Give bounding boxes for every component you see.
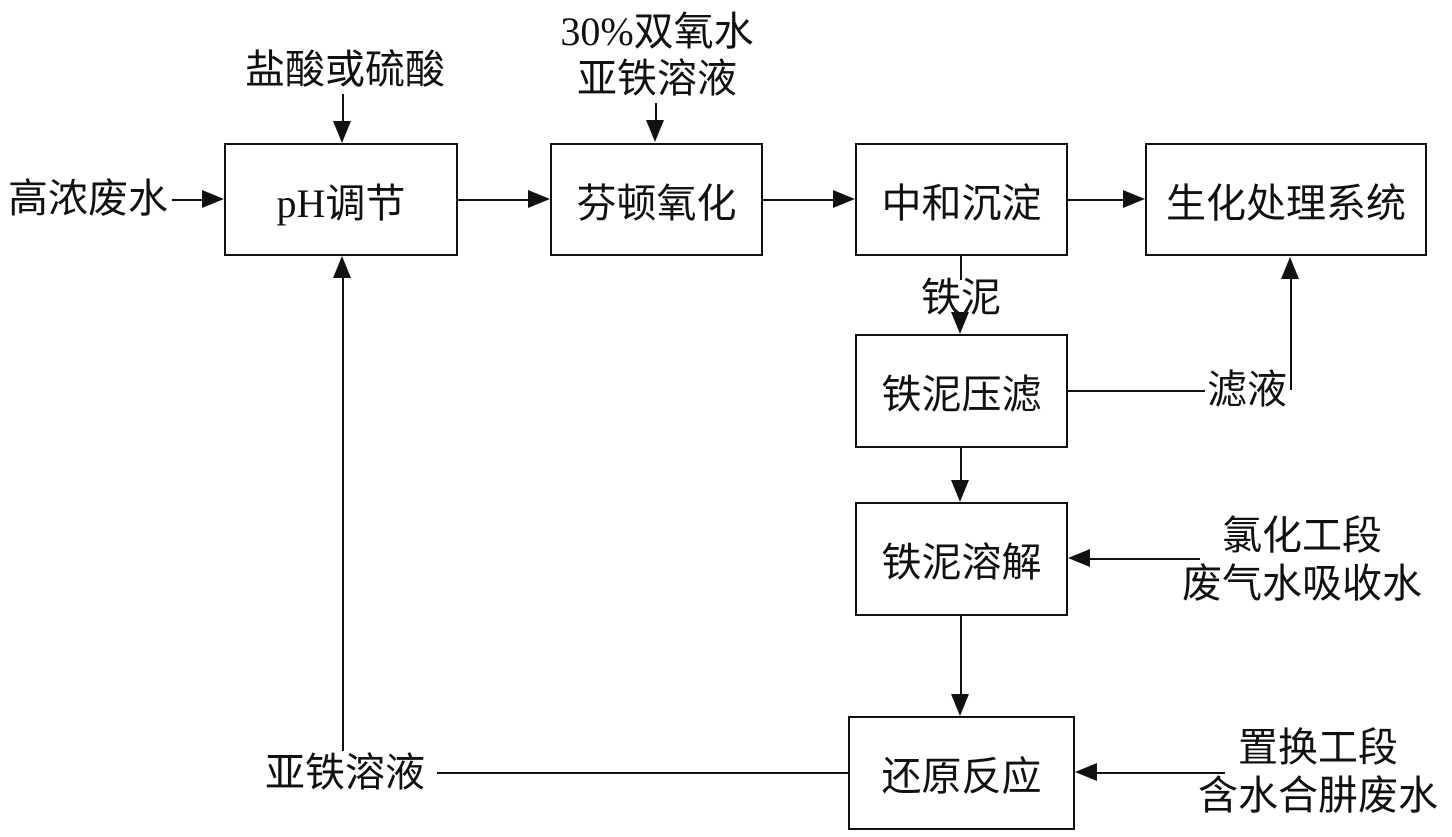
arrowhead-down-icon xyxy=(951,480,969,502)
edge-press-to-dissolve-line xyxy=(960,448,962,482)
edge-press-to-filtrate-line xyxy=(1068,390,1205,392)
edge-filtrate-to-biochem-line xyxy=(1290,278,1292,390)
process-box-label: 还原反应 xyxy=(881,754,1042,799)
edge-acid-to-ph-line xyxy=(342,94,344,122)
process-box-label: 芬顿氧化 xyxy=(576,180,737,226)
process-box-sludge-dissolution: 铁泥溶解 xyxy=(855,502,1068,616)
arrowhead-up-icon xyxy=(1281,257,1299,279)
arrowhead-down-icon xyxy=(646,120,664,142)
arrowhead-right-icon xyxy=(528,190,550,208)
label-chlorination-line1: 氯化工段 xyxy=(1222,513,1382,558)
edge-replacement-to-reduction-line xyxy=(1097,772,1225,774)
label-filtrate: 滤液 xyxy=(1207,367,1287,412)
process-box-label: 中和沉淀 xyxy=(881,180,1042,226)
edge-influent-to-ph-line xyxy=(172,199,204,201)
process-box-ph-adjust: pH调节 xyxy=(224,143,458,256)
label-influent: 高浓废水 xyxy=(8,176,168,221)
edge-peroxide-to-fenton-line xyxy=(655,103,657,123)
arrowhead-down-icon xyxy=(951,694,969,716)
label-ferrous-solution: 亚铁溶液 xyxy=(265,750,425,795)
process-box-label: 铁泥溶解 xyxy=(881,540,1042,585)
edge-ferrous-to-ph-line xyxy=(342,277,344,751)
process-box-label: 生化处理系统 xyxy=(1166,180,1406,226)
process-box-neutralization-sedimentation: 中和沉淀 xyxy=(855,143,1068,256)
process-box-fenton-oxidation: 芬顿氧化 xyxy=(550,143,763,256)
edge-dissolve-to-reduction-line xyxy=(960,616,962,696)
arrowhead-left-icon xyxy=(1068,549,1090,567)
process-box-reduction-reaction: 还原反应 xyxy=(848,716,1075,830)
arrowhead-right-icon xyxy=(202,190,224,208)
label-chlorination-line2: 废气水吸收水 xyxy=(1182,561,1422,606)
edge-neutralize-to-press-line xyxy=(960,256,962,280)
arrowhead-up-icon xyxy=(333,256,351,278)
arrowhead-right-icon xyxy=(833,190,855,208)
process-box-biochemical-system: 生化处理系统 xyxy=(1145,143,1427,256)
arrowhead-right-icon xyxy=(1123,190,1145,208)
process-box-label: 铁泥压滤 xyxy=(881,372,1042,417)
label-replacement-line1: 置换工段 xyxy=(1238,725,1398,770)
edge-ph-to-fenton-line xyxy=(458,199,530,201)
process-box-label: pH调节 xyxy=(276,180,406,226)
edge-neutralize-to-biochem-line xyxy=(1068,199,1125,201)
arrowhead-left-icon xyxy=(1075,763,1097,781)
arrowhead-down-icon xyxy=(951,312,969,334)
process-box-sludge-filter-press: 铁泥压滤 xyxy=(855,334,1068,448)
edge-fenton-to-neutralize-line xyxy=(763,199,835,201)
label-peroxide-line2: 亚铁溶液 xyxy=(577,56,737,101)
label-peroxide-line1: 30%双氧水 xyxy=(560,9,754,54)
edge-chlorination-to-dissolve-line xyxy=(1090,558,1200,560)
edge-reduction-to-ferrous-line xyxy=(437,772,848,774)
arrowhead-down-icon xyxy=(333,121,351,143)
label-replacement-line2: 含水合肼废水 xyxy=(1198,773,1438,818)
label-acid-input: 盐酸或硫酸 xyxy=(245,47,445,92)
